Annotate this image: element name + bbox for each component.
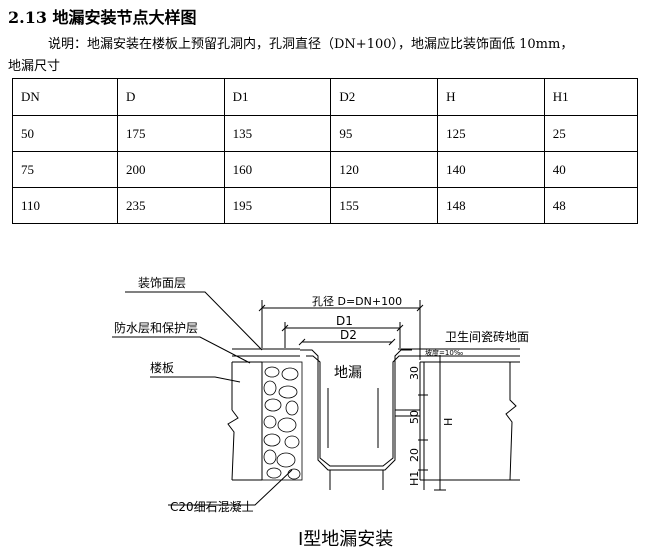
- table-header: D2: [330, 78, 439, 116]
- description-note: 说明：地漏安装在楼板上预留孔洞内，孔洞直径（DN+100），地漏应比装饰面低 1…: [8, 34, 650, 78]
- page-heading: 2.13 地漏安装节点大样图: [8, 8, 197, 27]
- floor-slab-right: [398, 348, 520, 481]
- dim-20-label: 20: [408, 448, 421, 462]
- bathroom-floor-label: 卫生间瓷砖地面: [445, 329, 529, 344]
- drain-label: 地漏: [334, 365, 362, 381]
- table-row: 75 200 160 120 140 40: [12, 151, 639, 188]
- table-cell: 110: [12, 187, 118, 224]
- concrete-fill: [261, 361, 303, 481]
- table-cell: 120: [330, 151, 439, 188]
- table-header: DN: [12, 78, 118, 116]
- leader-lines: [112, 291, 293, 506]
- dim-30-label: 30: [408, 366, 421, 380]
- table-cell: 40: [543, 151, 639, 188]
- finish-layer-label: 装饰面层: [138, 276, 186, 290]
- concrete-label: C20细石混凝土: [170, 499, 254, 514]
- waterproof-layer-label: 防水层和保护层: [114, 320, 198, 335]
- d2-label: D2: [340, 328, 357, 342]
- table-cell: 195: [223, 187, 332, 224]
- table-cell: 160: [223, 151, 332, 188]
- table-cell: 75: [12, 151, 118, 188]
- table-cell: 235: [116, 187, 225, 224]
- table-header: H: [437, 78, 545, 116]
- table-cell: 200: [116, 151, 225, 188]
- table-cell: 155: [330, 187, 439, 224]
- dimension-lines: [258, 300, 452, 491]
- floor-slab-label: 楼板: [150, 360, 174, 375]
- table-cell: 95: [330, 115, 439, 152]
- table-header-row: DN D D1 D2 H H1: [12, 78, 639, 116]
- d1-label: D1: [336, 314, 353, 328]
- table-cell: 25: [543, 115, 639, 152]
- dim-h1-label: H1: [408, 471, 421, 486]
- table-cell: 135: [223, 115, 332, 152]
- dim-50-label: 50: [408, 410, 421, 424]
- dim-h-label: H: [442, 418, 455, 426]
- table-cell: 48: [543, 187, 639, 224]
- table-cell: 125: [437, 115, 545, 152]
- table-cell: 148: [437, 187, 545, 224]
- note-line-2: 地漏尺寸: [8, 59, 61, 74]
- table-header: H1: [543, 78, 639, 116]
- table-row: 110 235 195 155 148 48: [12, 187, 639, 224]
- table-header: D: [116, 78, 225, 116]
- note-line-1: 说明：地漏安装在楼板上预留孔洞内，孔洞直径（DN+100），地漏应比装饰面低 1…: [48, 37, 574, 52]
- floor-drain-body: [300, 349, 420, 490]
- slope-label: 坡度=10‰: [425, 348, 464, 357]
- table-row: 50 175 135 95 125 25: [12, 115, 639, 152]
- drain-size-table: DN D D1 D2 H H1 50 175 135 95 125 25 75 …: [12, 78, 639, 224]
- drawing-caption: I型地漏安装: [298, 529, 393, 550]
- hole-diameter-label: 孔径 D=DN+100: [312, 295, 402, 308]
